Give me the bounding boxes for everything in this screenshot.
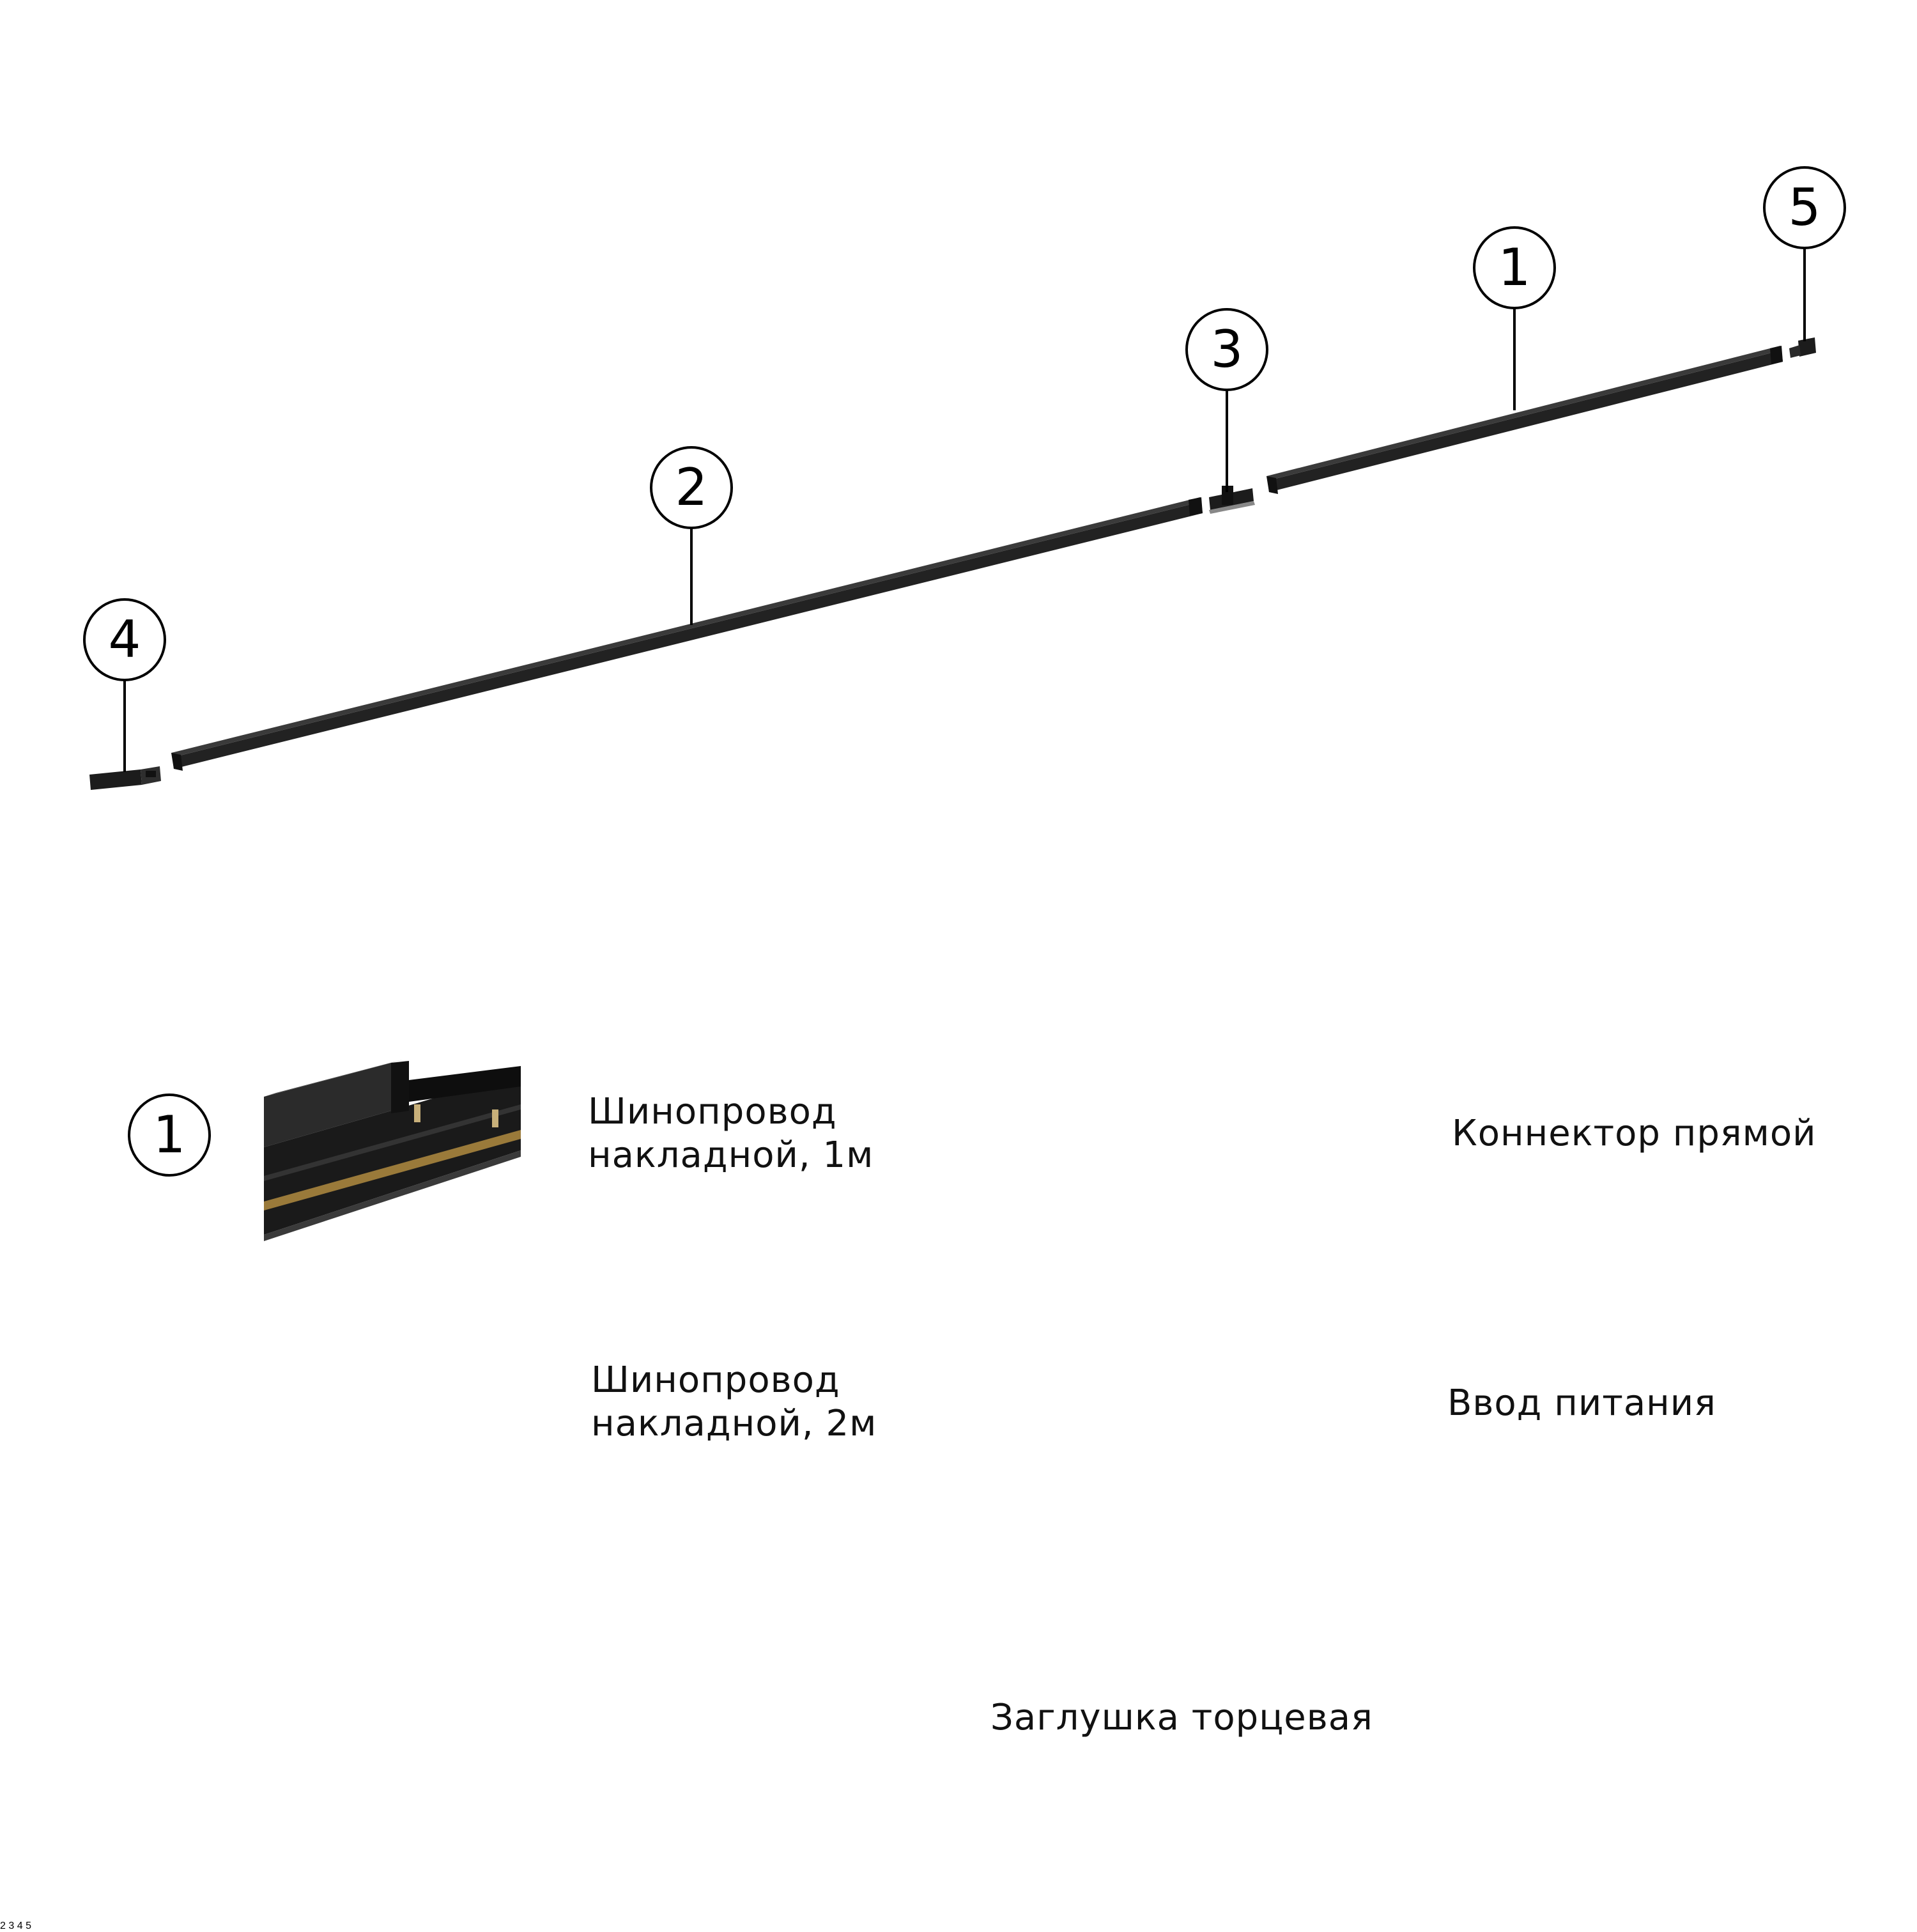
legend-label-1-line2: накладной, 1м (588, 1134, 874, 1176)
legend-label-4: Ввод питания (1447, 1382, 1716, 1425)
svg-text:1: 1 (1498, 238, 1531, 297)
legend-label-3: Коннектор прямой (1452, 1112, 1817, 1155)
legend-label-5-line1: Заглушка торцевая (990, 1697, 1373, 1738)
legend-item-5: 5 (26, 1920, 31, 1931)
legend-number-circle: 5 (26, 1920, 31, 1931)
callout-3: 3 (1185, 308, 1268, 391)
svg-text:2: 2 (675, 458, 708, 517)
legend-item-3: 3 (8, 1920, 17, 1931)
assembled-track-1m (1266, 346, 1783, 494)
legend-label-2: Шинопровод накладной, 2м (591, 1359, 877, 1446)
legend-label-1-line1: Шинопровод (588, 1091, 837, 1132)
legend-label-5: Заглушка торцевая (990, 1696, 1373, 1740)
track-profile-1m-image (264, 1060, 521, 1241)
legend-label-1: Шинопровод накладной, 1м (588, 1090, 874, 1177)
legend-item-4: 4 (17, 1920, 26, 1931)
callout-5: 5 (1763, 166, 1846, 249)
legend-label-2-line1: Шинопровод (591, 1359, 840, 1401)
legend-number-circle: 4 (17, 1920, 23, 1931)
legend-number-circle (128, 1094, 211, 1177)
callout-2: 2 (650, 446, 733, 529)
assembled-power-feed (89, 766, 161, 790)
legend-label-2-line2: накладной, 2м (591, 1403, 877, 1444)
legend-number-circle: 2 (0, 1920, 6, 1931)
svg-text:5: 5 (1789, 178, 1821, 237)
assembled-track: 4 2 3 1 5 (83, 166, 1846, 790)
legend-label-3-line1: Коннектор прямой (1452, 1113, 1817, 1154)
leader-lines (123, 248, 1806, 772)
assembled-end-cap (1789, 337, 1816, 358)
callout-1: 1 (1473, 226, 1556, 309)
legend-item-1: 1 (128, 1060, 521, 1241)
svg-text:1: 1 (153, 1105, 186, 1164)
legend-number-circle: 3 (8, 1920, 15, 1931)
legend-label-4-line1: Ввод питания (1447, 1382, 1716, 1424)
callout-4: 4 (83, 598, 166, 681)
assembled-track-2m (171, 497, 1203, 771)
legend-item-2: 2 (0, 1920, 8, 1931)
svg-text:4: 4 (109, 610, 141, 669)
assembled-connector (1209, 486, 1255, 514)
svg-text:3: 3 (1211, 320, 1243, 379)
